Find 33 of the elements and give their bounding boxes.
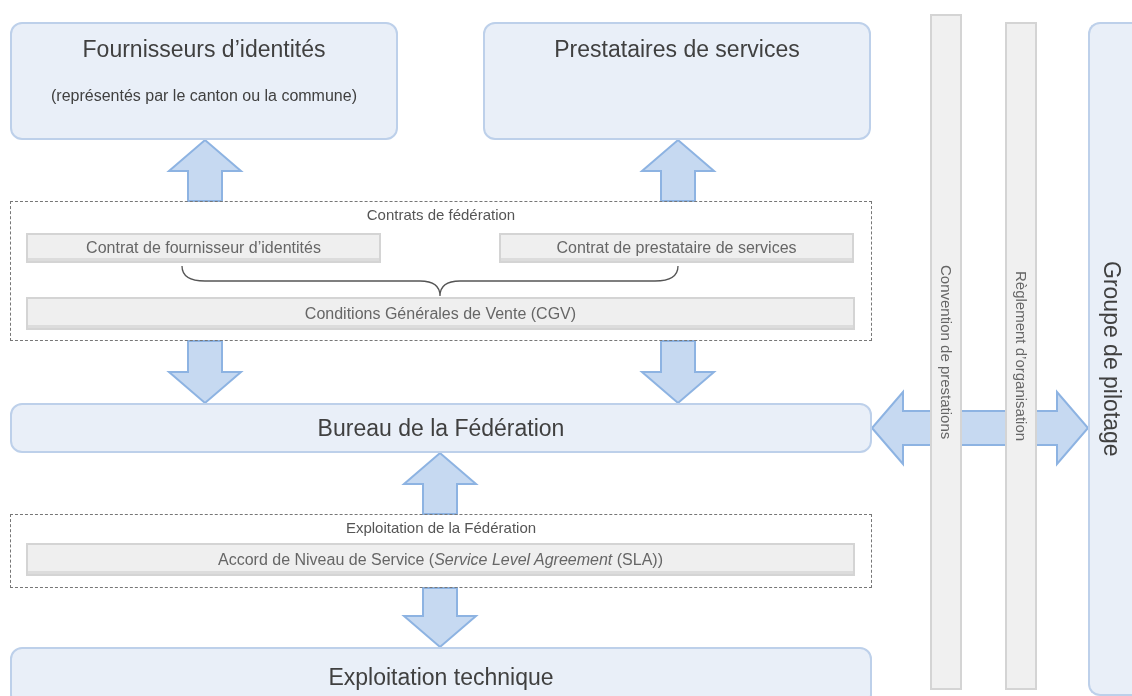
block-arrow xyxy=(401,451,479,515)
vertical-document-bar xyxy=(1005,22,1037,690)
block-arrow xyxy=(639,340,717,405)
node-title: Exploitation technique xyxy=(328,663,554,691)
process-box xyxy=(10,647,872,696)
node-title: Bureau de la Fédération xyxy=(317,414,565,442)
node-title: Prestataires de services xyxy=(554,36,800,63)
document-bar xyxy=(26,543,855,576)
block-arrow xyxy=(166,340,244,405)
node-title: Fournisseurs d’identités xyxy=(82,36,326,63)
node-title: Convention de prestations xyxy=(937,264,955,440)
node-title: Exploitation de la Fédération xyxy=(345,519,537,536)
dashed-frame xyxy=(10,514,872,588)
document-bar xyxy=(26,233,381,263)
header-box xyxy=(10,22,398,140)
document-bar xyxy=(26,297,855,330)
process-box xyxy=(10,403,872,453)
node-title: Groupe de pilotage xyxy=(1097,261,1125,457)
block-arrow xyxy=(639,138,717,202)
document-bar xyxy=(499,233,854,263)
vertical-document-bar xyxy=(930,14,962,690)
node-title: Contrats de fédération xyxy=(366,206,516,223)
node-title: Contrat de fournisseur d’identités xyxy=(86,239,321,257)
header-box xyxy=(483,22,871,140)
node-title: Conditions Générales de Vente (CGV) xyxy=(304,304,577,323)
block-arrow xyxy=(401,587,479,649)
node-subtitle: (représentés par le canton ou la commune) xyxy=(51,87,357,105)
vertical-panel xyxy=(1088,22,1132,696)
node-title: Accord de Niveau de Service (Service Level Agreement (SLA)) xyxy=(218,550,663,569)
node-title: Règlement d’organisation xyxy=(1012,270,1030,442)
node-title: Contrat de prestataire de services xyxy=(556,239,797,257)
block-arrow xyxy=(166,138,244,202)
dashed-frame xyxy=(10,201,872,341)
